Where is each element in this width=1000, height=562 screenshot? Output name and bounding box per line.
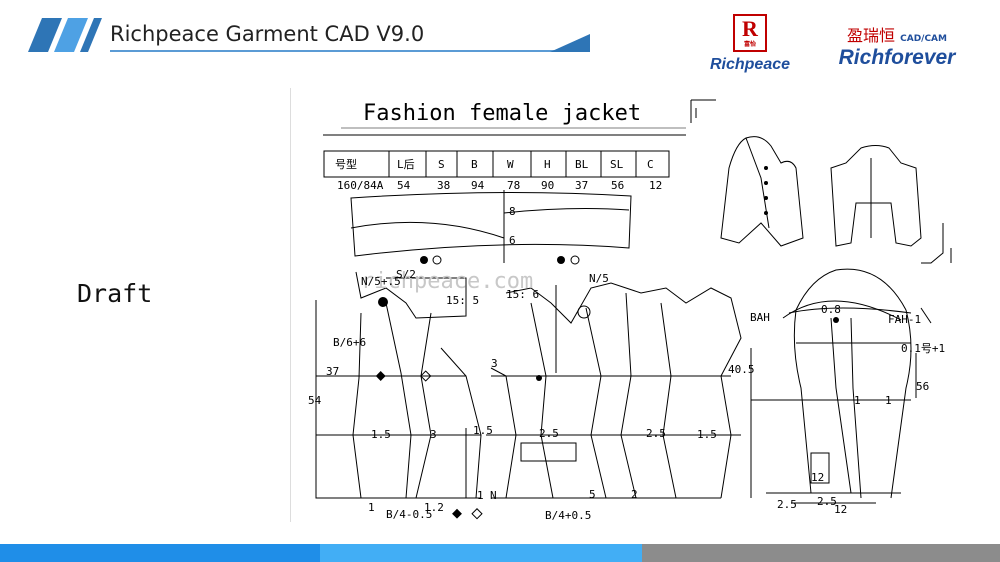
size-table-value: 54 [397, 179, 411, 192]
title-underline [110, 50, 560, 52]
drawing-title: Fashion female jacket [363, 101, 641, 126]
richforever-chinese: 盈瑞恒 [847, 26, 896, 45]
label-2-5b: 2.5 [646, 427, 666, 440]
label-1-5c: 1.5 [697, 428, 717, 441]
draft-label: Draft [77, 279, 153, 308]
size-table-value: 38 [437, 179, 450, 192]
label-y1: 1 [477, 489, 484, 502]
footer-segment-1 [0, 544, 320, 562]
size-table-header: BL [575, 158, 589, 171]
size-table-header: B [471, 158, 478, 171]
label-b6: B/6+6 [333, 336, 366, 349]
size-table-value: 37 [575, 179, 588, 192]
label-15-5: 15: 5 [446, 294, 479, 307]
size-table-value: 90 [541, 179, 554, 192]
size-table-value: 12 [649, 179, 662, 192]
label-n5: N/5+.5 [361, 275, 401, 288]
label-s2: S/2 [396, 268, 416, 281]
blue-stripes-icon [28, 18, 102, 52]
label-1-2: 1.2 [424, 501, 444, 514]
label-b4-left: B/4-0.5 [386, 508, 432, 521]
richpeace-brand: R 富怡 Richpeace [700, 14, 800, 76]
label-5: 5 [589, 488, 596, 501]
watermark: richpeace.com [361, 269, 533, 294]
title-accent-triangle [550, 34, 590, 52]
label-3: 3 [491, 357, 498, 370]
richpeace-r-logo-icon: R 富怡 [733, 14, 767, 52]
label-1-5b: 1.5 [473, 424, 493, 437]
label-0-8: 0.8 [821, 303, 841, 316]
size-table-value: 56 [611, 179, 624, 192]
label-n5-right: N/5 [589, 272, 609, 285]
label-2-5a: 2.5 [539, 427, 559, 440]
pattern-drawing-svg: Fashion female jacket [308, 99, 952, 522]
size-table-header: 号型 [335, 157, 357, 171]
size-table-value: 160/84A [337, 179, 384, 192]
label-40-5: 40.5 [728, 363, 755, 376]
richpeace-mark: R [742, 16, 758, 41]
label-2-5c: 2.5 [777, 498, 797, 511]
label-1-sleeve-a: 1 [854, 394, 861, 407]
label-54: 54 [308, 394, 322, 407]
pattern-drawing: Fashion female jacket [290, 88, 957, 522]
label-12a: 12 [811, 471, 824, 484]
label-fah: FAH-1 [888, 313, 921, 326]
label-2: 2 [631, 488, 638, 501]
size-table: 号型 L后 S B W H BL SL C 160/84A 54 38 94 78 90 37 56 12 [335, 157, 662, 192]
collar-label-6: 6 [509, 234, 516, 247]
richpeace-name: Richpeace [709, 56, 791, 73]
richforever-tag: CAD/CAM [900, 34, 947, 44]
label-1: 1 [368, 501, 375, 514]
label-12b: 12 [834, 503, 847, 516]
size-table-header: H [544, 158, 551, 171]
size-table-header: W [507, 158, 514, 171]
label-37: 37 [326, 365, 339, 378]
label-56: 56 [916, 380, 929, 393]
footer-bar [0, 544, 1000, 562]
label-2-5d: 2.5 [817, 495, 837, 508]
collar-label-8: 8 [509, 205, 516, 218]
size-table-header: C [647, 158, 654, 171]
footer-segment-2 [320, 544, 642, 562]
richpeace-mark-sub: 富怡 [743, 42, 756, 48]
label-1-sleeve-b: 1 [885, 394, 892, 407]
size-table-header: S [438, 158, 445, 171]
size-table-value: 78 [507, 179, 520, 192]
size-table-header: L后 [397, 158, 415, 171]
label-0-1: 0.1号+1 [901, 342, 945, 355]
size-table-value: 94 [471, 179, 485, 192]
richforever-brand: 盈瑞恒 CAD/CAM Richforever [832, 14, 962, 76]
slide-title: Richpeace Garment CAD V9.0 [110, 22, 425, 46]
label-1-5a: 1.5 [371, 428, 391, 441]
size-table-header: SL [610, 158, 624, 171]
label-b4-right: B/4+0.5 [545, 509, 591, 522]
label-3b: 3 [430, 428, 437, 441]
label-15-6: 15: 6 [506, 288, 539, 301]
footer-segment-3 [642, 544, 1000, 562]
richforever-name: Richforever [838, 46, 956, 69]
label-bah: BAH [750, 311, 770, 324]
label-n: N [490, 489, 497, 502]
